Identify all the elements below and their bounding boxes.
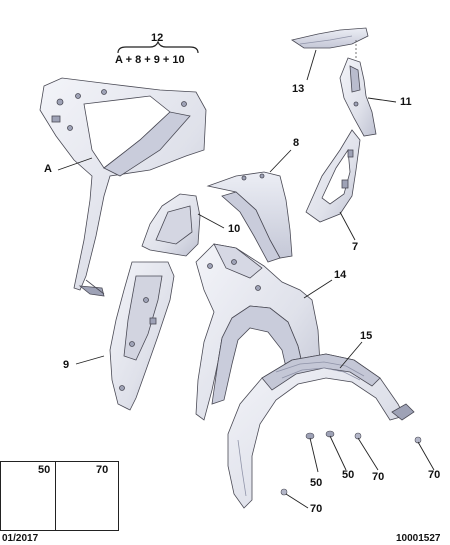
- callout-8: 8: [293, 137, 300, 149]
- callout-13: 13: [292, 83, 305, 95]
- part-a-inner-side-panel: [39, 77, 207, 297]
- leader-lines: [57, 49, 435, 509]
- leader-14: [303, 279, 333, 299]
- assembly-number-label: 12: [151, 32, 164, 44]
- fastener-70-b: [414, 436, 422, 444]
- callout-10: 10: [228, 223, 241, 235]
- part-13-upper-bracket: [291, 27, 369, 49]
- callout-14: 14: [334, 269, 347, 281]
- leader-9: [75, 355, 105, 365]
- part-11-vertical-bracket: [339, 40, 377, 137]
- leader-70-b: [417, 441, 435, 471]
- leader-15: [339, 341, 363, 369]
- part-7-rear-bracket: [305, 129, 361, 223]
- callout-50-b: 50: [342, 469, 355, 481]
- callout-70-c: 70: [310, 503, 323, 515]
- fastener-70-a: [354, 432, 362, 440]
- part-14-inner-wheel-arch: [195, 243, 321, 421]
- assembly-formula-label: A + 8 + 9 + 10: [115, 54, 185, 66]
- leader-8: [269, 149, 292, 173]
- leader-70-c: [285, 493, 309, 509]
- callout-50-a: 50: [310, 477, 323, 489]
- callout-11: 11: [400, 96, 412, 108]
- part-9-lower-pillar-panel: [109, 261, 175, 411]
- callout-70-a: 70: [372, 471, 385, 483]
- callout-7: 7: [352, 241, 359, 253]
- part-8-wheel-arch-upper: [206, 171, 293, 263]
- inset-label-50: 50: [38, 464, 51, 476]
- fastener-70-c: [280, 488, 288, 496]
- callout-70-b: 70: [428, 469, 441, 481]
- callout-9: 9: [63, 359, 70, 371]
- leader-11: [367, 97, 397, 103]
- part-15-wheel-arch-liner: [227, 353, 415, 509]
- assembly-brace: [117, 40, 199, 54]
- callout-15: 15: [360, 330, 373, 342]
- leader-7: [339, 211, 356, 241]
- inset-label-70: 70: [96, 464, 109, 476]
- callout-a: A: [44, 163, 52, 175]
- leader-70-a: [357, 437, 379, 471]
- leader-50-b: [329, 435, 347, 471]
- inset-box-70: 70: [55, 461, 119, 531]
- leader-a: [57, 157, 93, 171]
- footer-reference-number: 10001527: [396, 533, 441, 544]
- inset-box-50: 50: [0, 461, 56, 531]
- leader-50-a: [309, 437, 319, 473]
- part-10-reinforcement: [141, 193, 201, 257]
- leader-13: [306, 49, 317, 81]
- footer-date: 01/2017: [2, 533, 39, 544]
- leader-10: [197, 213, 225, 229]
